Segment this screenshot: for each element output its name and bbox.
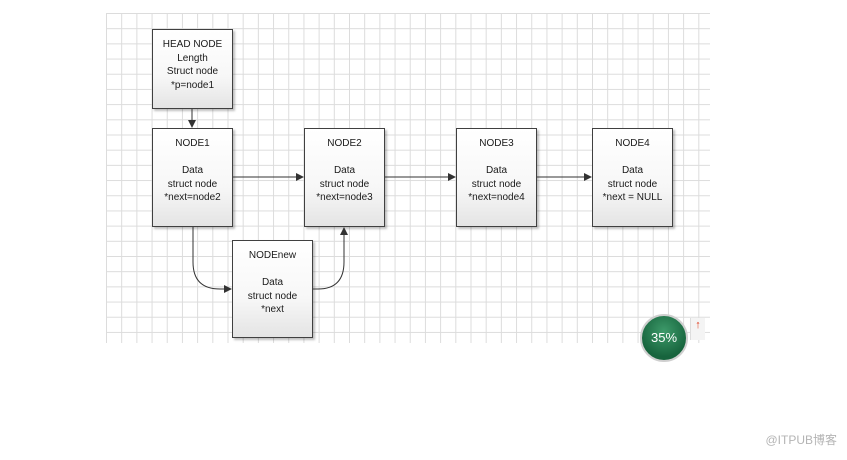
- node-new-gap: [233, 263, 312, 277]
- node-new-data: Data: [261, 277, 284, 289]
- node-3-next: *next=node4: [468, 192, 525, 204]
- node-3-struct: struct node: [471, 178, 522, 190]
- node-new-next: *next: [261, 304, 284, 316]
- node-new[interactable]: NODEnew Data struct node *next: [232, 240, 313, 338]
- node-new-title: NODEnew: [248, 250, 297, 261]
- node-4-struct: struct node: [607, 178, 658, 190]
- node-head-line-4: *p=node1: [170, 79, 215, 91]
- node-1-struct: struct node: [167, 178, 218, 190]
- watermark: @ITPUB博客: [765, 433, 837, 447]
- node-4-data: Data: [621, 165, 644, 177]
- node-3-title: NODE3: [479, 138, 514, 149]
- zoom-badge[interactable]: 35%: [640, 314, 688, 362]
- node-2-title: NODE2: [327, 138, 362, 149]
- node-2-data: Data: [333, 165, 356, 177]
- node-4-next: *next = NULL: [602, 192, 663, 204]
- node-head-line-1: HEAD NODE: [162, 39, 223, 50]
- zoom-badge-label: 35%: [650, 330, 678, 345]
- node-4-gap: [593, 151, 672, 165]
- node-1-data: Data: [181, 165, 204, 177]
- node-4-title: NODE4: [615, 138, 650, 149]
- node-2-struct: struct node: [319, 178, 370, 190]
- node-3[interactable]: NODE3 Data struct node *next=node4: [456, 128, 537, 227]
- node-head-line-2: Length: [177, 52, 208, 64]
- scroll-up-icon[interactable]: ↑: [690, 318, 705, 340]
- node-3-gap: [457, 151, 536, 165]
- node-1[interactable]: NODE1 Data struct node *next=node2: [152, 128, 233, 227]
- node-2-next: *next=node3: [316, 192, 373, 204]
- node-new-struct: struct node: [247, 290, 298, 302]
- node-2[interactable]: NODE2 Data struct node *next=node3: [304, 128, 385, 227]
- node-1-gap: [153, 151, 232, 165]
- node-4[interactable]: NODE4 Data struct node *next = NULL: [592, 128, 673, 227]
- node-2-gap: [305, 151, 384, 165]
- node-1-next: *next=node2: [164, 192, 221, 204]
- node-3-data: Data: [485, 165, 508, 177]
- node-head-line-3: Struct node: [166, 66, 219, 78]
- node-1-title: NODE1: [175, 138, 210, 149]
- node-head[interactable]: HEAD NODE Length Struct node *p=node1: [152, 29, 233, 109]
